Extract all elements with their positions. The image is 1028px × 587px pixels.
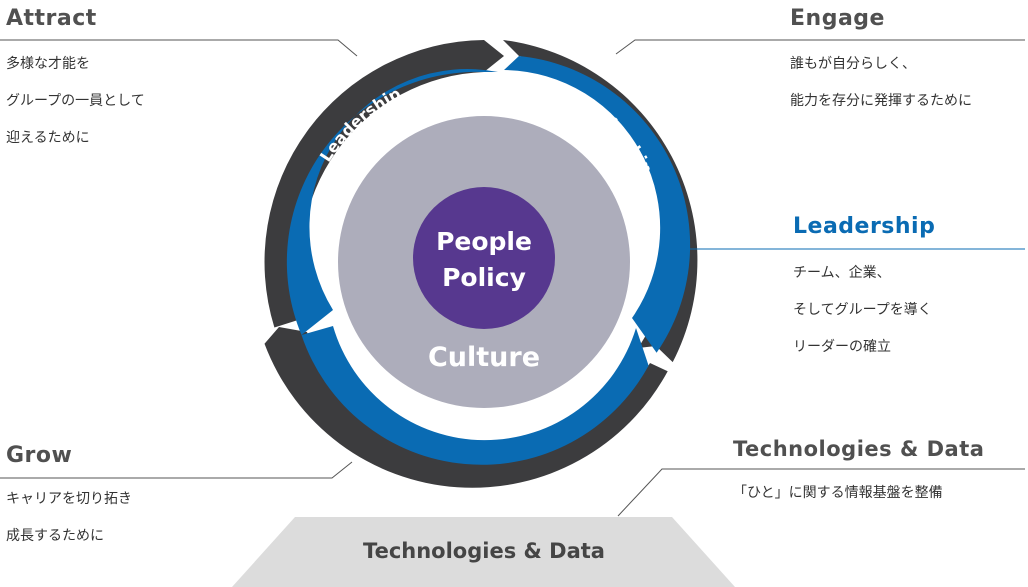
leadership-line: そしてグループを導く — [793, 302, 932, 318]
tech-line: 「ひと」に関する情報基盤を整備 — [733, 485, 943, 501]
inner-ring-bottom-segment — [301, 326, 649, 465]
attract-line: 迎えるために — [6, 130, 90, 146]
engage-line: 能力を存分に発揮するために — [790, 93, 972, 109]
people-policy-line2: Policy — [442, 263, 526, 292]
tech-callout-line — [617, 468, 1025, 517]
inner-ring-right-segment — [504, 56, 691, 353]
engage-line: 誰もが自分らしく、 — [790, 56, 916, 72]
grow-title: Grow — [6, 443, 73, 468]
engage-title: Engage — [790, 6, 885, 31]
attract-title: Attract — [6, 6, 97, 31]
culture-label: Culture — [428, 342, 540, 373]
outer-ring-grow-segment — [264, 327, 668, 488]
grow-line: キャリアを切り拓き — [6, 491, 132, 507]
leadership-line: チーム、企業、 — [793, 265, 891, 281]
outer-ring — [264, 40, 698, 488]
attract-line: 多様な才能を — [6, 56, 90, 72]
ring-label-leadership-bottom: Leadership — [434, 415, 535, 441]
engage-description: 誰もが自分らしく、 能力を存分に発揮するために — [790, 46, 972, 120]
attract-description: 多様な才能を グループの一員として 迎えるために — [6, 46, 145, 157]
inner-ring-left-segment — [286, 69, 498, 335]
grow-callout-line — [0, 461, 353, 479]
attract-callout-line — [0, 39, 358, 57]
leadership-title: Leadership — [793, 214, 936, 239]
people-policy-line1: People — [436, 227, 532, 256]
tech-description: 「ひと」に関する情報基盤を整備 — [733, 475, 943, 512]
grow-line: 成長するために — [6, 528, 104, 544]
callout-lines — [0, 39, 1025, 517]
tech-title: Technologies & Data — [733, 437, 985, 461]
technologies-base — [232, 517, 735, 587]
leadership-line: リーダーの確立 — [793, 339, 891, 355]
inner-ring — [286, 56, 691, 465]
ring-label-grow: Grow — [459, 491, 510, 512]
engage-callout-line — [615, 39, 1025, 55]
people-policy-circle — [413, 187, 555, 329]
grow-description: キャリアを切り拓き 成長するために — [6, 481, 132, 555]
technologies-base-label: Technologies & Data — [363, 539, 605, 563]
outer-ring-attract-segment — [264, 40, 504, 328]
outer-ring-engage-segment — [503, 40, 698, 363]
attract-line: グループの一員として — [6, 93, 145, 109]
leadership-description: チーム、企業、 そしてグループを導く リーダーの確立 — [793, 255, 932, 366]
